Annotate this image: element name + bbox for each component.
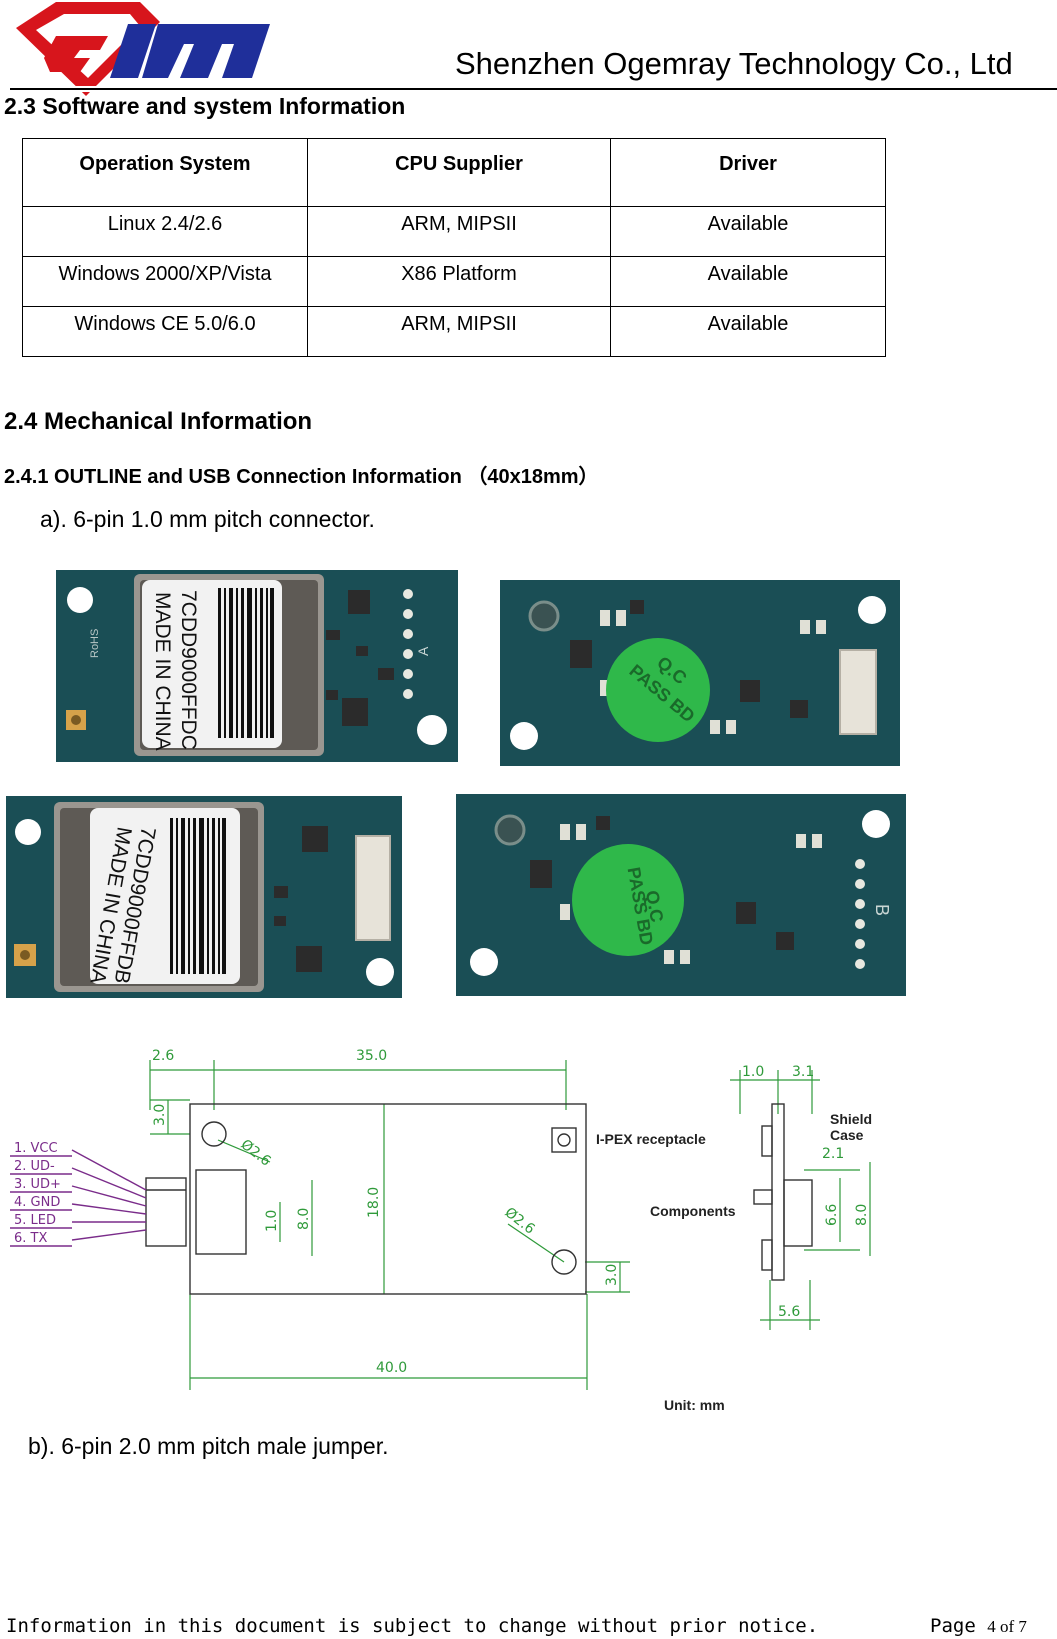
dim-18-0: 18.0 bbox=[366, 1187, 382, 1218]
header-rule bbox=[0, 88, 1057, 90]
page-count: 4 of 7 bbox=[987, 1617, 1027, 1636]
section-2-3-title: 2.3 Software and system Information bbox=[4, 93, 406, 119]
pcb-photo-front-a: 7CDD9000FFDC MADE IN CHINA RoHS A bbox=[56, 570, 458, 762]
label-ipex: I-PEX receptacle bbox=[596, 1131, 706, 1147]
cell-cpu: ARM, MIPSII bbox=[307, 206, 611, 257]
header-cpu: CPU Supplier bbox=[307, 138, 611, 207]
section-2-4-title: 2.4 Mechanical Information bbox=[4, 408, 313, 435]
dim-2-6: 2.6 bbox=[152, 1048, 174, 1064]
table-row: Windows CE 5.0/6.0 ARM, MIPSII Available bbox=[22, 306, 886, 357]
pin-3: 3. UD+ bbox=[14, 1177, 61, 1192]
cell-cpu: X86 Platform bbox=[307, 256, 611, 307]
label-shield: Shield bbox=[830, 1111, 872, 1127]
cell-driver: Available bbox=[610, 306, 886, 357]
pin-6: 6. TX bbox=[14, 1231, 47, 1246]
company-name: Shenzhen Ogemray Technology Co., Ltd bbox=[455, 46, 1013, 81]
company-logo bbox=[16, 2, 270, 96]
board-mark-b: B bbox=[872, 904, 892, 916]
page-number: Page 4 of 7 bbox=[930, 1615, 1027, 1637]
software-table: Operation System CPU Supplier Driver Lin… bbox=[22, 138, 886, 357]
label-unit: Unit: mm bbox=[664, 1397, 725, 1413]
dim-3-0-top: 3.0 bbox=[152, 1104, 168, 1126]
page-prefix: Page bbox=[930, 1615, 988, 1637]
cell-cpu: ARM, MIPSII bbox=[307, 306, 611, 357]
cell-os: Windows CE 5.0/6.0 bbox=[22, 306, 308, 357]
dim-1-0: 1.0 bbox=[264, 1210, 280, 1232]
header-rule-gap bbox=[0, 86, 10, 92]
cell-os: Windows 2000/XP/Vista bbox=[22, 256, 308, 307]
footer-notice: Information in this document is subject … bbox=[6, 1615, 819, 1637]
cell-driver: Available bbox=[610, 256, 886, 307]
pin-1: 1. VCC bbox=[14, 1141, 58, 1156]
pcb-photo-front-b: 7CDD9000FFDB MADE IN CHINA bbox=[6, 796, 402, 998]
dim-3-0-bottom: 3.0 bbox=[604, 1264, 620, 1286]
table-row: Windows 2000/XP/Vista X86 Platform Avail… bbox=[22, 256, 886, 307]
cell-os: Linux 2.4/2.6 bbox=[22, 206, 308, 257]
pcb-photo-back-b: B Q.C PASS BD bbox=[456, 794, 906, 996]
side-dim-6-6: 6.6 bbox=[824, 1204, 840, 1226]
header-driver: Driver bbox=[610, 138, 886, 207]
item-a-text: a). 6-pin 1.0 mm pitch connector. bbox=[40, 506, 375, 532]
dim-hole-bottom: Ø2.6 bbox=[502, 1205, 538, 1238]
silk-rohs: RoHS bbox=[89, 629, 101, 658]
dim-8-0: 8.0 bbox=[296, 1208, 312, 1230]
dim-35-0: 35.0 bbox=[356, 1048, 387, 1064]
label-components: Components bbox=[650, 1203, 736, 1219]
pin-2: 2. UD- bbox=[14, 1159, 55, 1174]
header-os: Operation System bbox=[22, 138, 308, 207]
table-row: Linux 2.4/2.6 ARM, MIPSII Available bbox=[22, 206, 886, 257]
board-mark-a: A bbox=[415, 646, 431, 656]
table-header-row: Operation System CPU Supplier Driver bbox=[22, 138, 886, 207]
label-a-line1: 7CDD9000FFDC bbox=[177, 590, 200, 750]
cell-driver: Available bbox=[610, 206, 886, 257]
pcb-photo-back-a: Q.C PASS BD bbox=[500, 580, 900, 766]
section-2-4-1-title: 2.4.1 OUTLINE and USB Connection Informa… bbox=[4, 466, 599, 488]
item-b-text: b). 6-pin 2.0 mm pitch male jumper. bbox=[28, 1433, 389, 1459]
pin-5: 5. LED bbox=[14, 1213, 56, 1228]
side-dim-1-0: 1.0 bbox=[742, 1064, 764, 1080]
side-dim-3-1: 3.1 bbox=[792, 1064, 814, 1080]
label-a-line2: MADE IN CHINA bbox=[151, 592, 174, 751]
dim-hole-top: Ø2.6 bbox=[238, 1137, 274, 1170]
side-dim-5-6: 5.6 bbox=[778, 1304, 800, 1320]
side-dim-8-0: 8.0 bbox=[854, 1204, 870, 1226]
dim-40-0: 40.0 bbox=[376, 1360, 407, 1376]
pin-4: 4. GND bbox=[14, 1195, 60, 1210]
mechanical-drawing: 1. VCC 2. UD- 3. UD+ 4. GND 5. LED 6. TX… bbox=[10, 1048, 872, 1413]
side-dim-2-1: 2.1 bbox=[822, 1146, 844, 1162]
label-case: Case bbox=[830, 1127, 864, 1143]
